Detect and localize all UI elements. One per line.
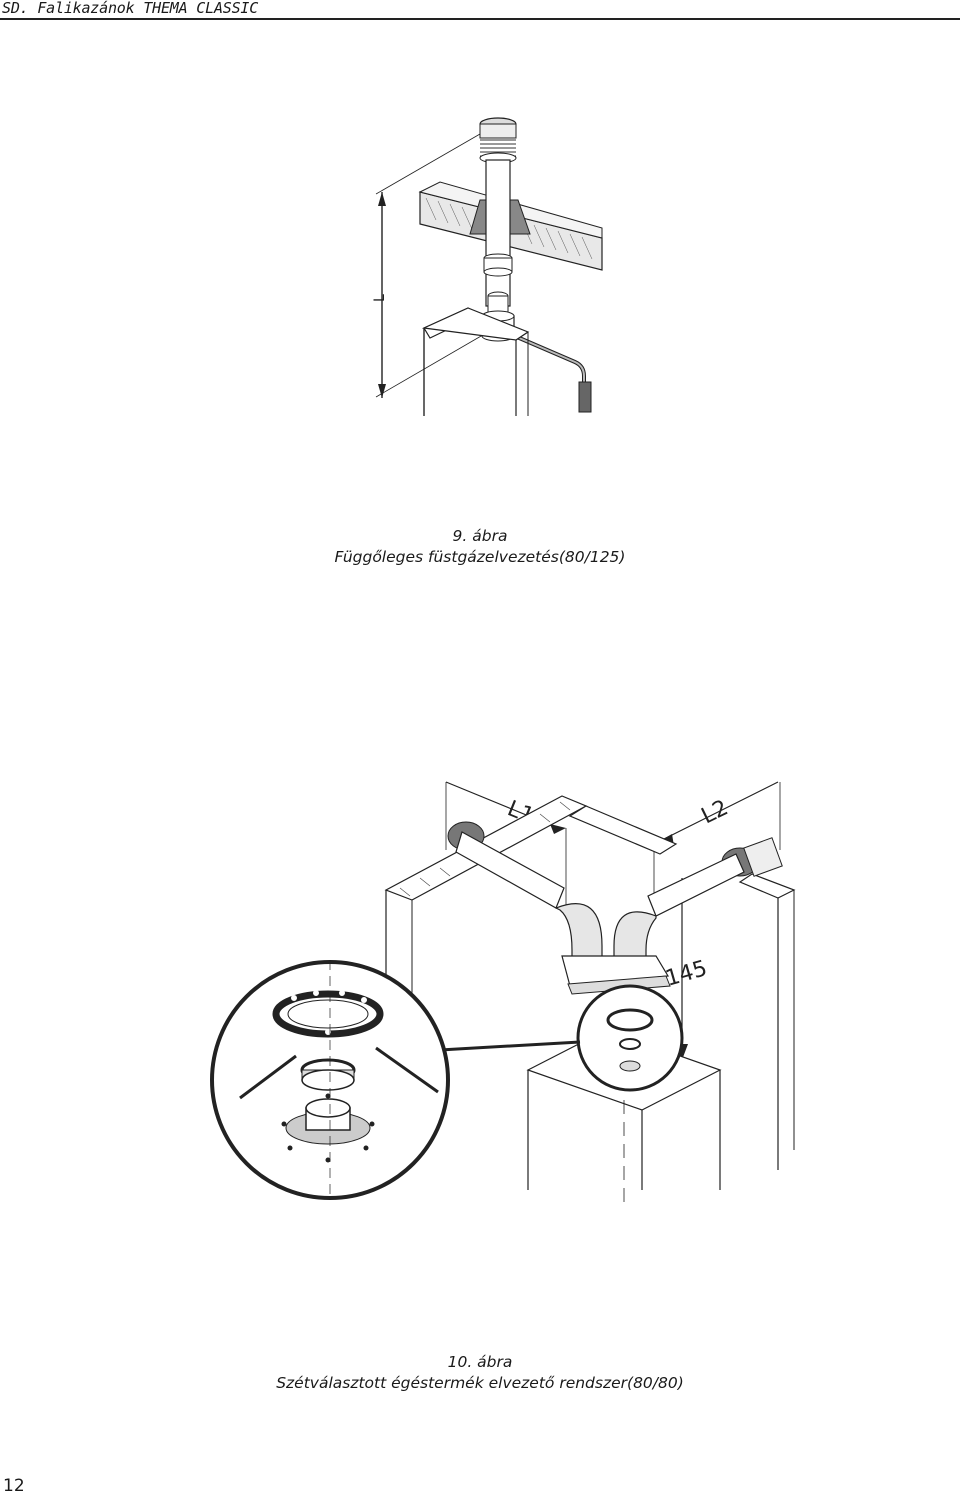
figure-9-caption: 9. ábra Függőleges füstgázelvezetés(80/1… bbox=[0, 526, 960, 568]
figure-9-text: Függőleges füstgázelvezetés(80/125) bbox=[334, 548, 626, 566]
dimension-arrow-bottom bbox=[378, 384, 386, 398]
dimension-line-l2 bbox=[657, 781, 779, 843]
header-rule bbox=[0, 18, 960, 20]
figure-10-text: Szétválasztott égéstermék elvezető rends… bbox=[276, 1374, 684, 1392]
figure-vertical-flue: L bbox=[340, 110, 630, 430]
vertical-flue-drawing: L bbox=[372, 117, 603, 416]
dimension-label-l2: L2 bbox=[698, 795, 733, 829]
figure-9-number: 9. ábra bbox=[452, 527, 508, 545]
condensate-trap bbox=[578, 381, 592, 413]
figure-10-caption: 10. ábra Szétválasztott égéstermék elvez… bbox=[0, 1352, 960, 1394]
page-number: 12 bbox=[3, 1476, 25, 1496]
right-elbow bbox=[613, 911, 657, 961]
split-system-drawing: L1 L2 145 bbox=[210, 781, 796, 1210]
dimension-label-l: L bbox=[372, 294, 388, 302]
figure-10-number: 10. ábra bbox=[447, 1353, 513, 1371]
left-elbow bbox=[554, 903, 603, 961]
header-title: SD. Falikazánok THEMA CLASSIC bbox=[2, 0, 259, 17]
page-header: SD. Falikazánok THEMA CLASSIC bbox=[0, 0, 960, 20]
right-pipe bbox=[647, 853, 745, 917]
figure-split-system: L1 L2 145 bbox=[200, 770, 820, 1220]
vertical-pipe bbox=[485, 159, 511, 307]
dimension-arrow-top bbox=[378, 192, 386, 206]
